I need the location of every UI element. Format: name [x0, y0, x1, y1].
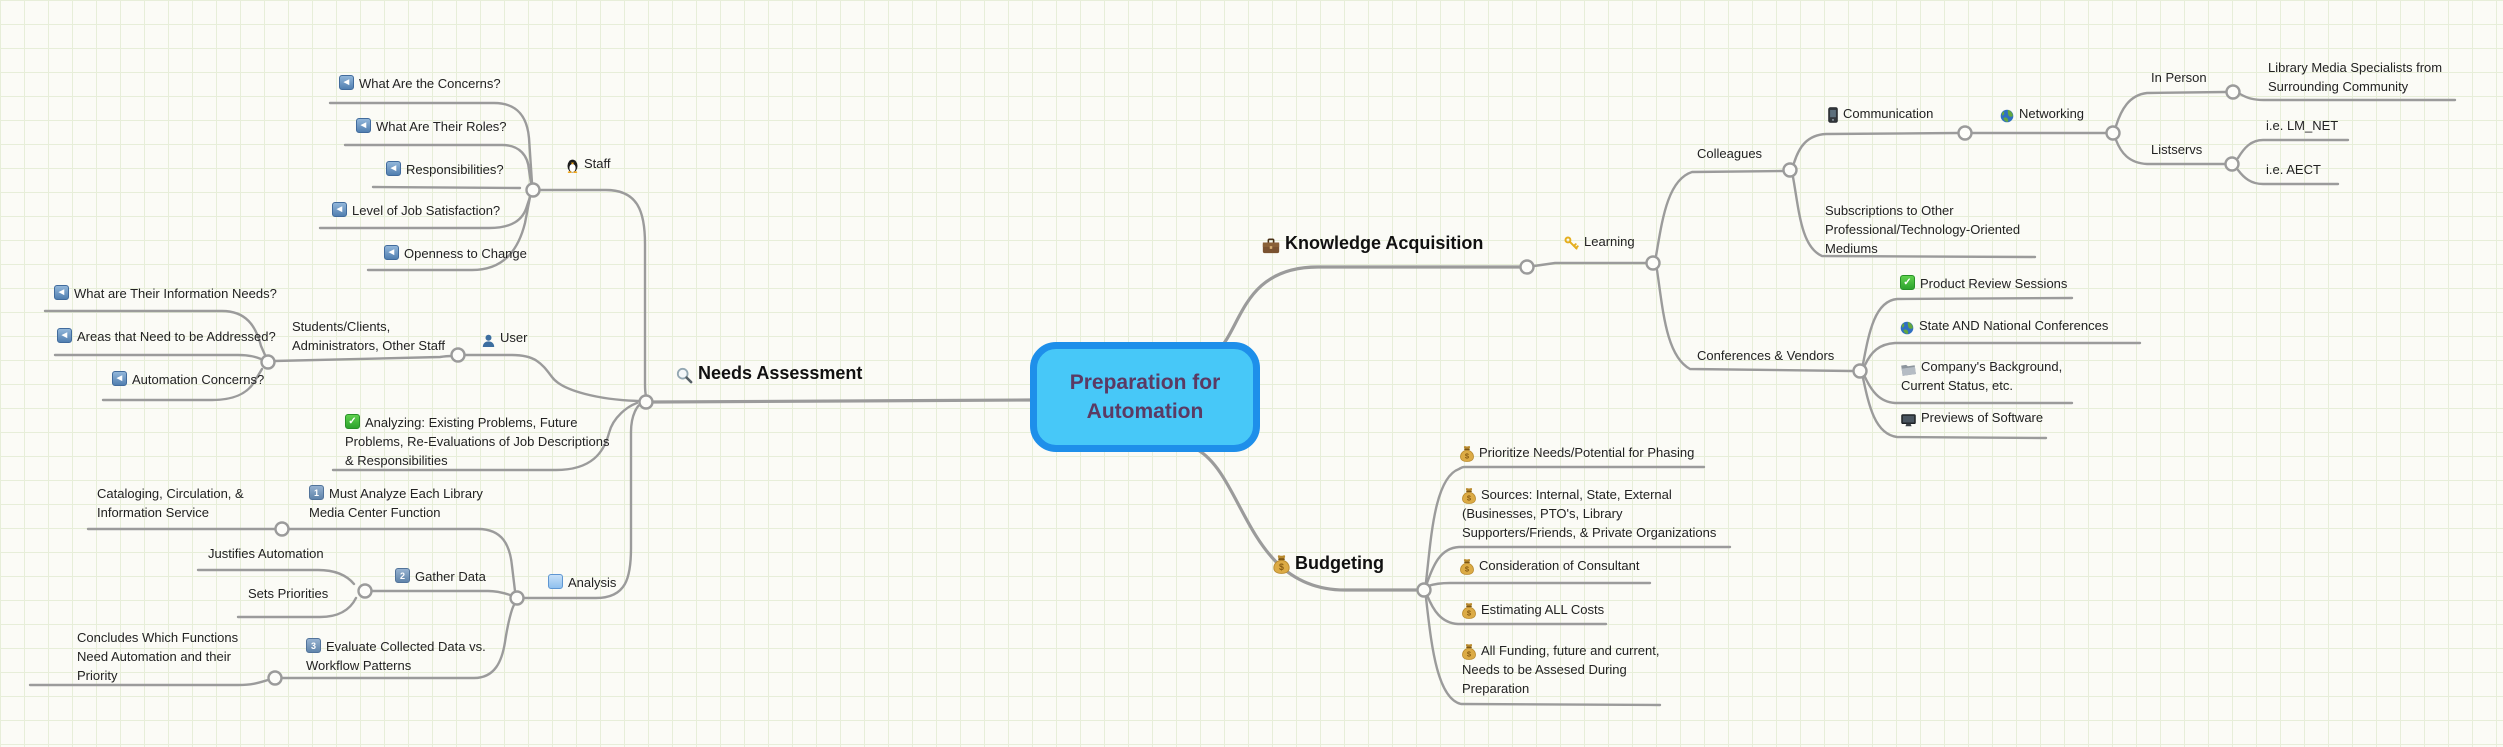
node-sets-priorities[interactable]: Sets Priorities	[248, 586, 329, 601]
globe-icon	[2000, 109, 2014, 123]
node-product-review-sessions[interactable]: Product Review Sessions	[1900, 274, 2067, 293]
node-concludes-which-functions[interactable]: Concludes Which Functions Need Automatio…	[77, 630, 239, 683]
left-arrow-icon	[54, 285, 69, 300]
node-learning[interactable]: Learning	[1564, 232, 1635, 251]
node-companys-background[interactable]: Company's Background, Current Status, et…	[1900, 359, 2063, 393]
root-topic[interactable]: Preparation for Automation	[1030, 342, 1260, 452]
node-analyzing[interactable]: Analyzing: Existing Problems, Future Pro…	[345, 413, 630, 470]
node-students-clients-note[interactable]: Students/Clients, Administrators, Other …	[292, 319, 445, 353]
number-1-icon	[309, 485, 324, 500]
node-colleagues[interactable]: Colleagues	[1697, 146, 1763, 161]
key-icon	[1564, 236, 1579, 251]
node-sources[interactable]: Sources: Internal, State, External (Busi…	[1462, 487, 1717, 540]
blue-square-icon	[548, 574, 563, 589]
node-networking[interactable]: Networking	[2000, 104, 2084, 123]
node-consideration-of-consultant[interactable]: Consideration of Consultant	[1460, 556, 1639, 575]
money-bag-icon	[1460, 445, 1474, 462]
check-icon	[1900, 275, 1915, 290]
node-estimating-all-costs[interactable]: Estimating ALL Costs	[1462, 600, 1604, 619]
left-arrow-icon	[384, 245, 399, 260]
mobile-phone-icon	[1828, 107, 1838, 123]
node-all-funding[interactable]: All Funding, future and current, Needs t…	[1462, 643, 1660, 696]
node-what-are-their-roles[interactable]: What Are Their Roles?	[356, 117, 507, 136]
node-responsibilities[interactable]: Responsibilities?	[386, 160, 504, 179]
left-arrow-icon	[339, 75, 354, 90]
penguin-icon	[566, 157, 579, 173]
money-bag-icon	[1273, 554, 1290, 574]
money-bag-icon	[1460, 558, 1474, 575]
node-evaluate-collected-data[interactable]: Evaluate Collected Data vs. Workflow Pat…	[306, 637, 531, 675]
node-user[interactable]: User	[482, 328, 527, 347]
node-budgeting[interactable]: Budgeting	[1273, 552, 1384, 574]
monitor-icon	[1901, 414, 1916, 427]
left-arrow-icon	[332, 202, 347, 217]
number-3-icon	[306, 638, 321, 653]
node-state-and-national-conferences[interactable]: State AND National Conferences	[1900, 316, 2108, 335]
node-ie-aect[interactable]: i.e. AECT	[2266, 162, 2321, 177]
globe-icon	[1900, 321, 1914, 335]
node-areas-that-need-to-be-addressed[interactable]: Areas that Need to be Addressed?	[57, 327, 276, 346]
node-automation-concerns[interactable]: Automation Concerns?	[112, 370, 264, 389]
number-2-icon	[395, 568, 410, 583]
node-prioritize-needs[interactable]: Prioritize Needs/Potential for Phasing	[1460, 443, 1694, 462]
folder-icon	[1900, 362, 1917, 377]
left-arrow-icon	[386, 161, 401, 176]
node-what-are-the-concerns[interactable]: What Are the Concerns?	[339, 74, 501, 93]
money-bag-icon	[1462, 487, 1476, 504]
node-knowledge-acquisition[interactable]: Knowledge Acquisition	[1262, 232, 1483, 254]
node-staff[interactable]: Staff	[566, 154, 611, 173]
node-subscriptions[interactable]: Subscriptions to Other Professional/Tech…	[1825, 203, 2021, 256]
check-icon	[345, 414, 360, 429]
node-level-of-job-satisfaction[interactable]: Level of Job Satisfaction?	[332, 201, 500, 220]
node-analysis[interactable]: Analysis	[548, 573, 616, 592]
node-what-are-their-information-needs[interactable]: What are Their Information Needs?	[54, 284, 277, 303]
user-icon	[482, 334, 495, 347]
root-topic-label: Preparation for Automation	[1069, 371, 1221, 423]
node-needs-assessment[interactable]: Needs Assessment	[676, 362, 862, 384]
node-cataloging-circulation[interactable]: Cataloging, Circulation, & Information S…	[97, 486, 244, 520]
left-arrow-icon	[112, 371, 127, 386]
node-communication[interactable]: Communication	[1828, 104, 1933, 123]
left-arrow-icon	[356, 118, 371, 133]
node-gather-data[interactable]: Gather Data	[395, 567, 486, 586]
node-justifies-automation[interactable]: Justifies Automation	[208, 546, 324, 561]
money-bag-icon	[1462, 643, 1476, 660]
money-bag-icon	[1462, 602, 1476, 619]
node-ie-lm-net[interactable]: i.e. LM_NET	[2266, 118, 2339, 133]
node-previews-of-software[interactable]: Previews of Software	[1901, 408, 2043, 427]
node-must-analyze[interactable]: Must Analyze Each Library Media Center F…	[309, 484, 504, 522]
node-in-person[interactable]: In Person	[2151, 70, 2207, 85]
node-conferences-vendors[interactable]: Conferences & Vendors	[1697, 348, 1835, 363]
node-listservs[interactable]: Listservs	[2151, 142, 2203, 157]
magnifier-icon	[676, 367, 693, 384]
left-arrow-icon	[57, 328, 72, 343]
node-library-media-specialists[interactable]: Library Media Specialists from Surroundi…	[2268, 60, 2443, 94]
node-openness-to-change[interactable]: Openness to Change	[384, 244, 527, 263]
briefcase-icon	[1262, 238, 1280, 254]
